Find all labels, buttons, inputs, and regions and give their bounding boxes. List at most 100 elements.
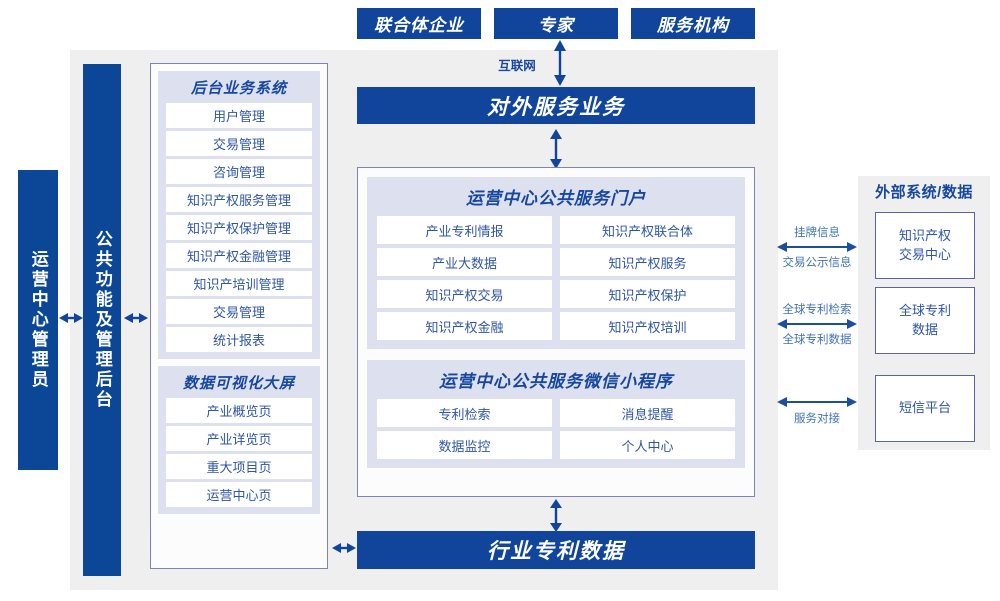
internet-arrow [551,40,569,86]
connector-label-global-patent-data: 全球专利数据 [782,334,852,346]
backend-to-panel-arrow [124,310,148,326]
miniprogram-item-data-monitor[interactable]: 数据监控 [377,431,552,459]
portal-item-ip-service[interactable]: 知识产权服务 [560,248,735,276]
group-title-backend-business-system: 后台业务系统 [190,80,287,97]
cell-label: 知识产权服务管理 [186,193,291,208]
data-visualization-item-list: 产业概览页 产业详览页 重大项目页 运营中心页 [166,398,312,507]
portal-item-industry-patent-intel[interactable]: 产业专利情报 [377,216,552,244]
cell-label: 数据监控 [438,438,491,454]
pillar-label: 公共功能及管理后台 [92,230,112,410]
external-service-banner[interactable]: 对外服务业务 [357,87,755,124]
ext-box-label: 全球专利 数据 [898,302,951,337]
connector-label-service-docking: 服务对接 [794,413,840,425]
actor-label: 联合体企业 [374,16,464,35]
connector-label-transaction-public-info: 交易公示信息 [782,257,852,269]
portal-item-industry-bigdata[interactable]: 产业大数据 [377,248,552,276]
cell-label: 用户管理 [212,109,265,124]
group-title-wechat-miniprogram: 运营中心公共服务微信小程序 [439,372,673,391]
actor-box-service-org[interactable]: 服务机构 [631,8,755,39]
cell-label: 个人中心 [621,438,674,454]
cell-label: 专利检索 [438,406,491,422]
dataviz-item-major-project[interactable]: 重大项目页 [166,454,312,479]
external-box-global-patent-data[interactable]: 全球专利 数据 [875,287,975,354]
banner-to-portal-arrow [547,129,565,169]
dataviz-item-industry-detail[interactable]: 产业详览页 [166,426,312,451]
external-systems-title: 外部系统/数据 [875,184,973,201]
cell-label: 产业概览页 [206,404,272,419]
actor-box-expert[interactable]: 专家 [494,8,618,39]
cell-label: 产业大数据 [431,255,497,271]
dataviz-item-industry-overview[interactable]: 产业概览页 [166,398,312,423]
cell-label: 交易管理 [212,137,265,152]
dataviz-item-operation-center[interactable]: 运营中心页 [166,482,312,507]
connector-label-listing-info: 挂牌信息 [794,227,840,239]
pillar-operation-center-admin[interactable]: 运营中心管理员 [18,170,58,470]
portal-item-grid: 产业专利情报 知识产权联合体 产业大数据 知识产权服务 知识产权交易 知识产权保… [377,216,735,340]
banner-label: 行业专利数据 [487,540,625,563]
actor-box-alliance-enterprise[interactable]: 联合体企业 [357,8,481,39]
backend-item-ip-service-mgmt[interactable]: 知识产权服务管理 [166,187,312,212]
backend-item-transaction-mgmt-2[interactable]: 交易管理 [166,299,312,324]
actor-label: 专家 [538,16,574,35]
backend-item-ip-finance-mgmt[interactable]: 知识产权金融管理 [166,243,312,268]
industry-patent-data-banner[interactable]: 行业专利数据 [357,531,755,569]
cell-label: 知识产培训管理 [193,277,285,292]
backend-item-transaction-mgmt[interactable]: 交易管理 [166,131,312,156]
backend-item-consulting-mgmt[interactable]: 咨询管理 [166,159,312,184]
banner-label: 对外服务业务 [487,95,625,119]
cell-label: 知识产权金融 [425,319,504,335]
portal-item-ip-transaction[interactable]: 知识产权交易 [377,280,552,308]
miniprogram-item-personal-center[interactable]: 个人中心 [560,431,735,459]
group-title-public-service-portal: 运营中心公共服务门户 [466,189,646,208]
external-connector-arrow-2 [777,316,857,332]
ext-box-label: 短信平台 [898,400,951,416]
miniprogram-item-patent-search[interactable]: 专利检索 [377,399,552,427]
data-visualization-group: 数据可视化大屏 产业概览页 产业详览页 重大项目页 运营中心页 [158,366,320,514]
center-service-panel: 运营中心公共服务门户 产业专利情报 知识产权联合体 产业大数据 知识产权服务 知… [357,167,755,497]
backend-business-item-list: 用户管理 交易管理 咨询管理 知识产权服务管理 知识产权保护管理 知识产权金融管… [166,103,312,352]
miniprogram-item-grid: 专利检索 消息提醒 数据监控 个人中心 [377,399,735,459]
cell-label: 知识产权交易 [425,287,504,303]
external-connector-arrow-1 [777,239,857,255]
cell-label: 咨询管理 [212,165,265,180]
cell-label: 知识产权联合体 [601,223,693,239]
backend-item-ip-training-mgmt[interactable]: 知识产培训管理 [166,271,312,296]
group-title-data-visualization: 数据可视化大屏 [182,375,295,392]
pillar-common-function-backend[interactable]: 公共功能及管理后台 [83,64,121,576]
portal-item-ip-alliance[interactable]: 知识产权联合体 [560,216,735,244]
backend-panel: 后台业务系统 用户管理 交易管理 咨询管理 知识产权服务管理 知识产权保护管理 … [150,63,328,569]
backend-item-ip-protection-mgmt[interactable]: 知识产权保护管理 [166,215,312,240]
backend-item-statistics-report[interactable]: 统计报表 [166,327,312,352]
cell-label: 产业专利情报 [425,223,504,239]
connector-label-global-patent-search: 全球专利检索 [782,304,852,316]
pillar-label: 运营中心管理员 [28,250,48,390]
portal-item-ip-protection[interactable]: 知识产权保护 [560,280,735,308]
cell-label: 知识产权保护管理 [186,221,291,236]
cell-label: 消息提醒 [621,406,674,422]
admin-to-backend-arrow [59,310,83,326]
cell-label: 知识产权保护 [608,287,687,303]
cell-label: 知识产权培训 [608,319,687,335]
cell-label: 产业详览页 [206,432,272,447]
public-service-portal-group: 运营中心公共服务门户 产业专利情报 知识产权联合体 产业大数据 知识产权服务 知… [367,177,745,349]
portal-to-industry-data-arrow [547,499,565,532]
external-connector-arrow-3 [777,394,857,410]
cell-label: 重大项目页 [206,460,272,475]
cell-label: 知识产权服务 [608,255,687,271]
ext-box-label: 知识产权 交易中心 [898,227,951,262]
internet-label: 互联网 [498,59,536,73]
cell-label: 交易管理 [212,305,265,320]
external-box-sms-platform[interactable]: 短信平台 [875,375,975,442]
cell-label: 运营中心页 [206,488,272,503]
wechat-miniprogram-group: 运营中心公共服务微信小程序 专利检索 消息提醒 数据监控 个人中心 [367,360,745,468]
portal-item-ip-training[interactable]: 知识产权培训 [560,312,735,340]
cell-label: 知识产权金融管理 [186,249,291,264]
cell-label: 统计报表 [212,333,265,348]
miniprogram-item-message-alert[interactable]: 消息提醒 [560,399,735,427]
backend-item-user-mgmt[interactable]: 用户管理 [166,103,312,128]
actor-label: 服务机构 [657,16,729,35]
external-box-ip-trading-center[interactable]: 知识产权 交易中心 [875,212,975,279]
portal-item-ip-finance[interactable]: 知识产权金融 [377,312,552,340]
backend-business-system-group: 后台业务系统 用户管理 交易管理 咨询管理 知识产权服务管理 知识产权保护管理 … [158,71,320,359]
backend-to-industry-data-arrow [332,540,356,556]
